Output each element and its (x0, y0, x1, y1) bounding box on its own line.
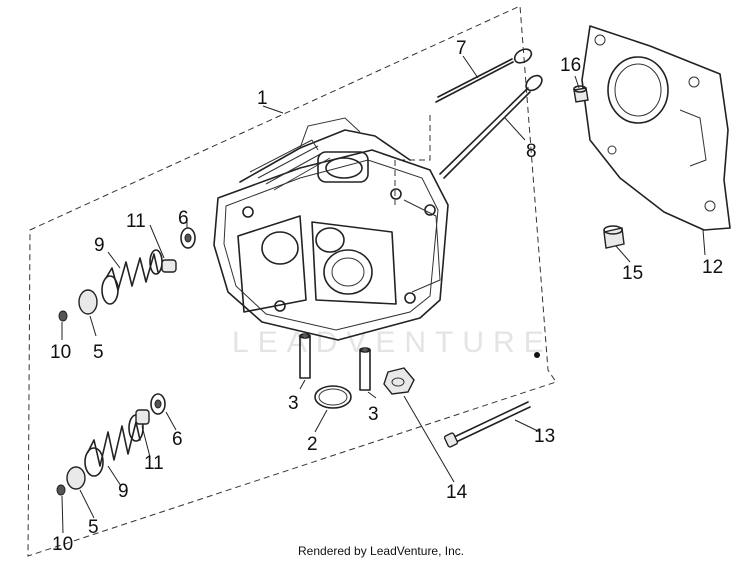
callout-7: 7 (456, 38, 467, 59)
callout-12: 12 (702, 257, 723, 278)
callout-3-right: 3 (368, 404, 379, 425)
stud-bolt (443, 401, 531, 448)
callout-14: 14 (446, 482, 468, 503)
callout-3-left: 3 (288, 393, 299, 414)
callout-1: 1 (257, 88, 268, 109)
intake-valve (435, 48, 533, 103)
callout-9-lower: 9 (118, 481, 129, 502)
callout-6-upper: 6 (178, 208, 189, 229)
group-frame (27, 5, 557, 557)
callout-10-lower: 10 (52, 534, 73, 555)
valve-spring-assembly-upper (58, 227, 196, 322)
callout-16: 16 (560, 55, 581, 76)
dowel-pin-15 (603, 225, 625, 249)
dowel-pin-16 (573, 85, 589, 103)
callout-2: 2 (307, 434, 318, 455)
flange-nut (383, 367, 415, 395)
reference-dot (534, 352, 540, 358)
head-gasket (581, 25, 731, 231)
callout-5-lower: 5 (88, 517, 99, 538)
callout-5-upper: 5 (93, 342, 104, 363)
callout-11-lower: 11 (144, 453, 164, 474)
callout-6-lower: 6 (172, 429, 183, 450)
o-ring (314, 385, 352, 409)
callout-labels: 1 2 3 3 5 5 6 6 7 8 9 9 10 10 11 11 12 1… (50, 38, 723, 555)
callout-11-upper: 11 (126, 211, 146, 232)
exhaust-valve (439, 74, 543, 179)
footer-credit: Rendered by LeadVenture, Inc. (298, 544, 464, 558)
leader-lines (61, 55, 706, 534)
dowel-pins-3 (299, 333, 371, 391)
callout-8: 8 (526, 141, 537, 162)
valve-spring-assembly-lower (56, 393, 166, 496)
callout-9-upper: 9 (94, 235, 105, 256)
cylinder-head (213, 117, 449, 341)
callout-13: 13 (534, 426, 555, 447)
callout-10-upper: 10 (50, 342, 71, 363)
callout-15: 15 (622, 263, 643, 284)
watermark-text: LEADVENTURE (232, 326, 553, 359)
